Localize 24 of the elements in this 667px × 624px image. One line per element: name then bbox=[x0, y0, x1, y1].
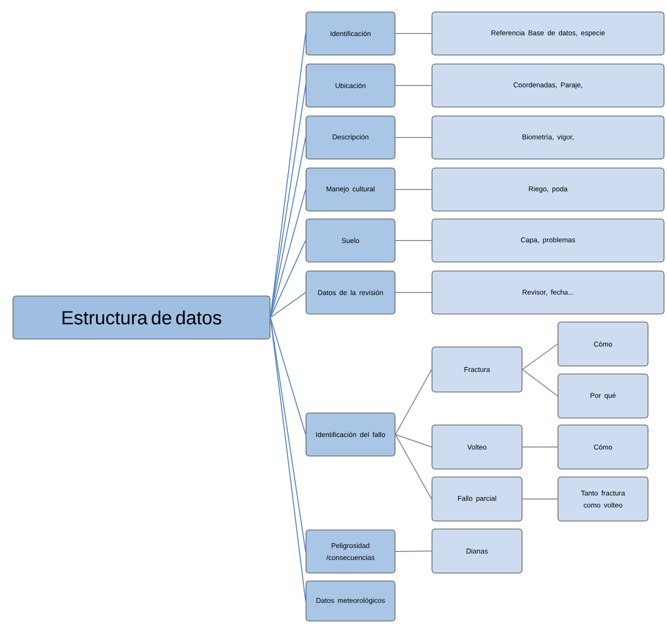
connector-line bbox=[270, 317, 306, 602]
connector-line bbox=[270, 85, 306, 318]
connector-line bbox=[394, 292, 432, 293]
connector-line bbox=[394, 369, 432, 435]
connector-line bbox=[522, 343, 558, 370]
connector-line bbox=[394, 434, 432, 500]
connector-line bbox=[270, 317, 306, 435]
connector-line bbox=[270, 292, 306, 318]
root-box: Estructura de datos bbox=[12, 296, 270, 340]
connector-line bbox=[394, 137, 432, 138]
connector-line bbox=[270, 189, 306, 318]
connector-line bbox=[394, 434, 432, 448]
connector-line bbox=[270, 317, 306, 552]
connector-line bbox=[270, 137, 306, 318]
connector-line bbox=[270, 33, 306, 318]
connector-line bbox=[522, 498, 558, 500]
connector-line bbox=[394, 550, 432, 552]
connector-line bbox=[270, 240, 306, 318]
connector-line bbox=[394, 33, 432, 34]
connector-line bbox=[522, 369, 558, 396]
connector-line bbox=[522, 446, 558, 448]
connector-line bbox=[394, 85, 432, 86]
connector-line bbox=[394, 189, 432, 190]
connector-line bbox=[394, 240, 432, 241]
